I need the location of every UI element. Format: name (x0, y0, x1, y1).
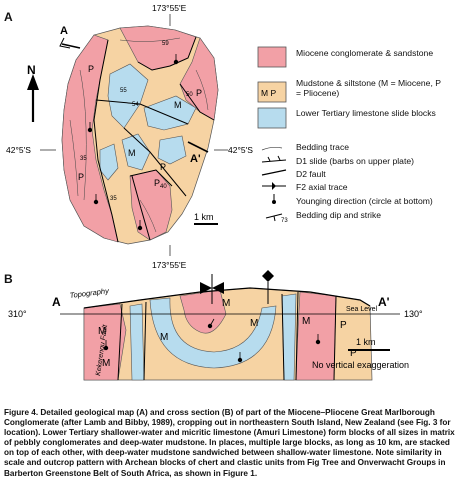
dip-label: 54 (132, 102, 139, 108)
coord-bottom-label: 173°55'E (152, 260, 187, 270)
topography-label: Topography (69, 286, 110, 300)
map-letter: P (160, 162, 166, 172)
legend-label-d2-fault: D2 fault (296, 169, 326, 179)
topography-line (83, 287, 371, 309)
legend-label-limestone: Lower Tertiary limestone slide blocks (296, 108, 436, 118)
section-a-prime-label: A' (190, 153, 201, 165)
f2-axial-trace-icon (262, 182, 286, 190)
dip-label: 35 (110, 196, 117, 202)
map-letter: P (196, 88, 202, 98)
north-label: N (27, 63, 36, 77)
section-conglomerate-west (83, 303, 127, 381)
section-end-a: A (52, 295, 61, 309)
legend-swatch-mudstone (257, 81, 287, 103)
section-line-north (59, 37, 81, 49)
dip-label: 35 (80, 156, 87, 162)
dip-label: 55 (120, 88, 127, 94)
bedding-traces (69, 37, 209, 233)
legend-label-younging: Younging direction (circle at bottom) (296, 196, 433, 206)
map-letter: P (88, 64, 94, 74)
dip-strike-value: 73 (281, 218, 288, 224)
legend-label-conglomerate: Miocene conglomerate & sandstone (296, 48, 434, 58)
legend-swatch-limestone (257, 107, 287, 129)
cross-section: A A' 310° 130° Topography Sea Level Keke… (8, 270, 423, 381)
map-scale-label: 1 km (194, 212, 214, 222)
bedding-trace-icon (261, 146, 283, 151)
younging-marks (87, 54, 179, 231)
section-letter: M (98, 326, 106, 337)
map-letter: M (174, 100, 182, 110)
figure-caption: Figure 4. Detailed geological map (A) an… (4, 408, 455, 478)
section-letter: M (250, 318, 258, 329)
section-letter: M (102, 358, 110, 369)
section-letter: P (350, 348, 357, 359)
coord-left-label: 42°5'S (6, 145, 31, 155)
coord-right-label: 42°5'S (228, 145, 253, 155)
d2-fault-icon (261, 169, 287, 176)
legend-swatch-mudstone-text: M P (261, 88, 276, 98)
section-end-a-prime: A' (378, 295, 390, 309)
section-younging-marks (103, 318, 321, 363)
map-faults (93, 36, 215, 243)
section-a-label: A (60, 25, 68, 37)
section-letter: P (340, 320, 347, 331)
panel-a-label: A (4, 10, 13, 24)
legend-label-bedding-trace: Bedding trace (296, 142, 350, 152)
dip-label: 40 (160, 184, 167, 190)
map-letter: P (78, 172, 84, 182)
map-letter: M (128, 148, 136, 158)
f2-axial-trace-icon (200, 274, 224, 304)
map-dip-labels: 59 55 54 35 50 40 35 (80, 41, 193, 202)
section-conglomerate-fold (179, 289, 227, 334)
azimuth-right: 130° (404, 309, 423, 319)
geological-map: 173°55'E 173°55'E 42°5'S 42°5'S N (6, 3, 288, 270)
sea-level-label: Sea Level (346, 306, 378, 313)
dip-strike-icon (265, 213, 283, 222)
north-arrow-icon (27, 74, 39, 122)
legend-label-f2-axial: F2 axial trace (296, 182, 348, 192)
legend-swatch-conglomerate (257, 46, 287, 68)
dip-label: 59 (162, 41, 169, 47)
section-letter: M (222, 298, 230, 309)
map-letter: P (154, 178, 160, 188)
dip-label: 50 (186, 92, 193, 98)
panel-b-label: B (4, 272, 13, 286)
section-letter: M (302, 316, 310, 327)
section-unit-letters: M M M M M M P P (98, 298, 357, 369)
fold-diamond-icon (262, 270, 274, 304)
section-limestone-fold (149, 297, 277, 369)
azimuth-left: 310° (8, 309, 27, 319)
d1-slide-icon (261, 155, 287, 163)
legend-label-d1-slide: D1 slide (barbs on upper plate) (296, 156, 414, 166)
section-letter: M (160, 332, 168, 343)
legend-label-mudstone: Mudstone & siltstone (M = Miocene, P = P… (296, 78, 441, 98)
coord-top-label: 173°55'E (152, 3, 187, 13)
section-line-south (187, 141, 209, 153)
legend-label-dip-strike: Bedding dip and strike (296, 210, 382, 220)
younging-direction-icon (272, 194, 276, 204)
section-scale-label: 1 km (356, 337, 376, 347)
exaggeration-note: No vertical exaggeration (312, 360, 409, 370)
section-faults (117, 291, 337, 381)
section-limestone-west (129, 303, 145, 381)
map-unit-letters: P P P M P M P (78, 64, 202, 188)
